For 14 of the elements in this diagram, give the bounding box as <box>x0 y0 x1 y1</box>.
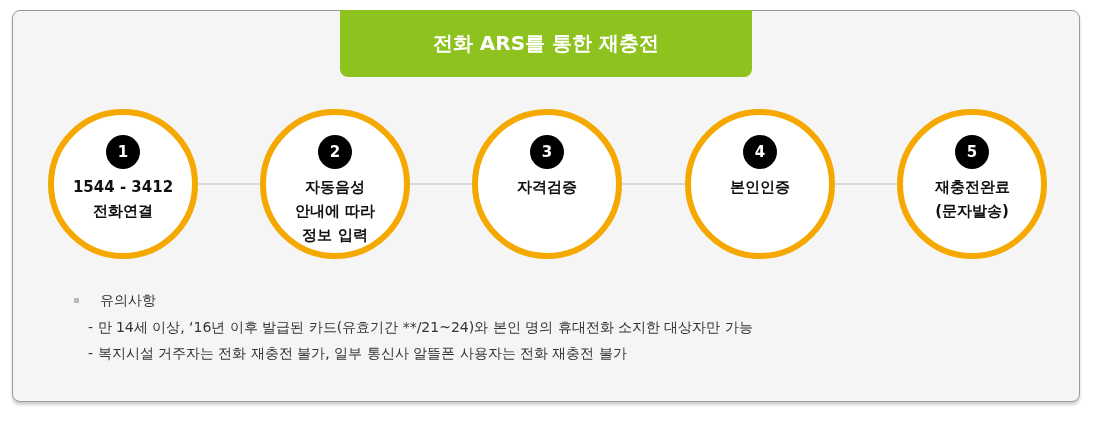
step-number-badge: 4 <box>743 135 777 169</box>
title-banner: 전화 ARS를 통한 재충전 <box>340 10 752 77</box>
note-text: - 복지시설 거주자는 전화 재충전 불가, 일부 통신사 알뜰폰 사용자는 전화 재충전 불가 <box>88 345 627 363</box>
step-label: 재충전완료 (문자발송) <box>933 177 1011 222</box>
step-label: 자동음성 안내에 따라 정보 입력 <box>293 177 377 246</box>
step-number-badge: 5 <box>955 135 989 169</box>
note-heading: 유의사항 <box>100 292 156 310</box>
step-number-badge: 3 <box>530 135 564 169</box>
step-number-badge: 2 <box>318 135 352 169</box>
step-label: 본인인증 <box>729 177 791 198</box>
step-label: 자격검증 <box>516 177 578 198</box>
step-label: 1544 - 3412 전화연결 <box>71 177 175 222</box>
note-text: - 만 14세 이상, ‘16년 이후 발급된 카드(유효기간 **/21~24)와 본인 명의 휴대전화 소지한 대상자만 가능 <box>88 319 753 337</box>
step-number-badge: 1 <box>106 135 140 169</box>
